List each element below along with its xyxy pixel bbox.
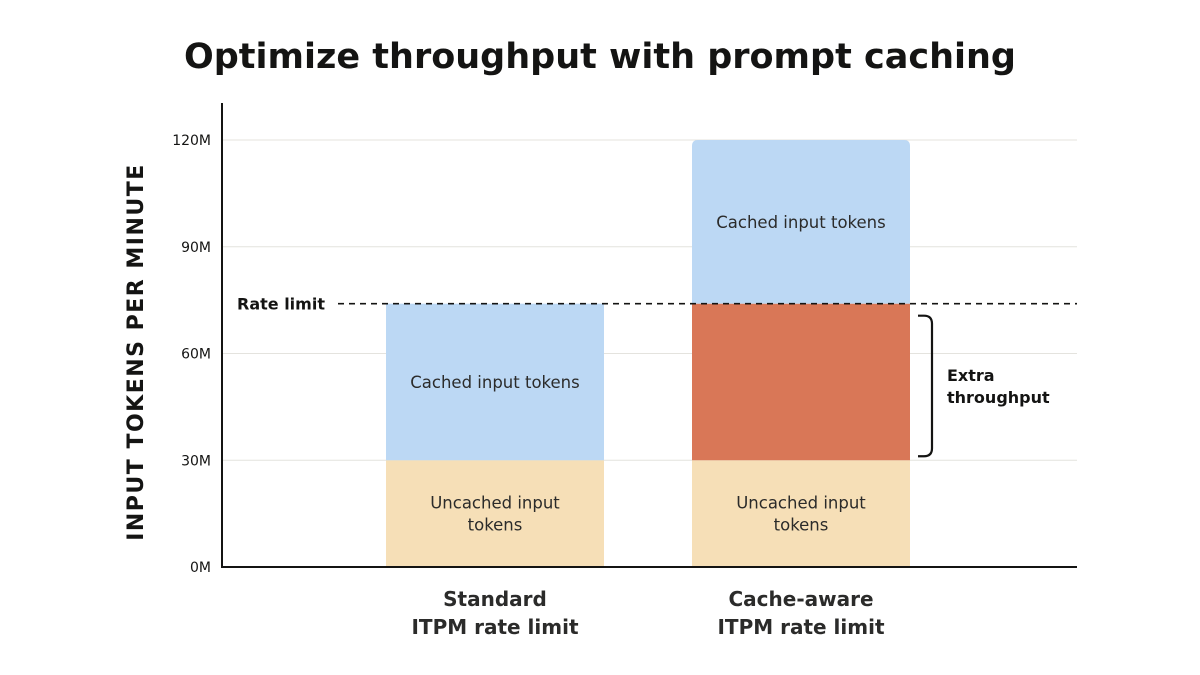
y-tick-label: 30M (181, 453, 211, 469)
bar-segment-label: Uncached input (430, 494, 560, 513)
annotation-bracket (918, 314, 934, 458)
annotation-label: throughput (947, 388, 1050, 407)
category-label: ITPM rate limit (717, 615, 884, 639)
axes (221, 103, 1077, 568)
y-tick-label: 120M (172, 133, 211, 149)
y-tick-label: 60M (181, 347, 211, 363)
chart-title: Optimize throughput with prompt caching (184, 37, 1016, 77)
bar-segment-label: Uncached input (736, 494, 866, 513)
bar-segment-label: tokens (774, 516, 829, 535)
annotation-label: Extra (947, 366, 995, 385)
category-label: Standard (443, 587, 547, 611)
rate-limit-line: Rate limit (237, 295, 1077, 314)
bar-segment-cached-input-tokens (692, 140, 910, 304)
y-ticks: 0M 30M 60M 90M 120M (172, 133, 211, 576)
category-label: Cache-aware (728, 587, 873, 611)
bar-segment-uncached-input-tokens (386, 460, 604, 567)
bar-segment-label: Cached input tokens (410, 373, 579, 392)
bar-segment-cached-input-tokens (386, 303, 604, 461)
rate-limit-label: Rate limit (237, 295, 325, 314)
bar-segment-label: tokens (468, 516, 523, 535)
bar-segment-label: Cached input tokens (716, 213, 885, 232)
y-tick-label: 90M (181, 240, 211, 256)
y-axis-label: INPUT TOKENS PER MINUTE (124, 163, 149, 541)
extra-throughput-annotation: Extra throughput (918, 314, 1050, 458)
bars: Uncached input tokens Cached input tokensU… (386, 140, 910, 567)
bar-segment-extra-throughput (692, 303, 910, 461)
gridlines (222, 139, 1077, 461)
category-label: ITPM rate limit (411, 615, 578, 639)
y-tick-label: 0M (190, 560, 211, 576)
bar-segment-uncached-input-tokens (692, 460, 910, 567)
